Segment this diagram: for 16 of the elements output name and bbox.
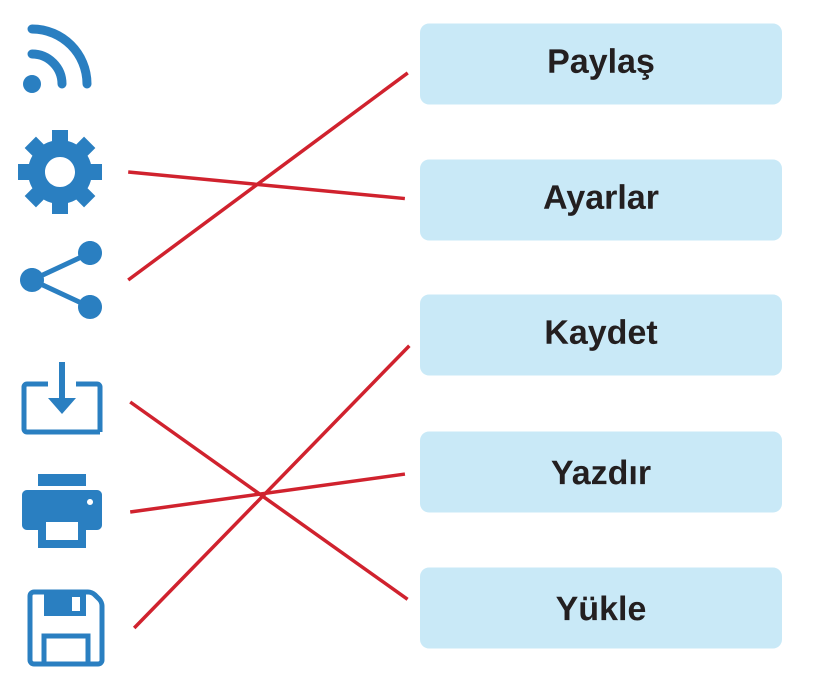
printer-icon xyxy=(22,474,102,548)
label-box: Yükle xyxy=(420,568,782,648)
gear-icon xyxy=(18,130,102,214)
connecting-line xyxy=(127,72,409,282)
label-box: Kaydet xyxy=(420,294,782,376)
connecting-line xyxy=(128,170,406,200)
rss-icon xyxy=(23,24,92,93)
label-box: Yazdır xyxy=(420,432,782,512)
connecting-line xyxy=(130,472,406,514)
connecting-line xyxy=(132,344,411,630)
share-icon xyxy=(20,241,102,319)
connecting-line xyxy=(129,400,409,601)
label-box: Ayarlar xyxy=(420,160,782,240)
label-box: Paylaş xyxy=(420,24,782,104)
save-icon xyxy=(28,590,104,666)
download-icon xyxy=(22,362,102,434)
